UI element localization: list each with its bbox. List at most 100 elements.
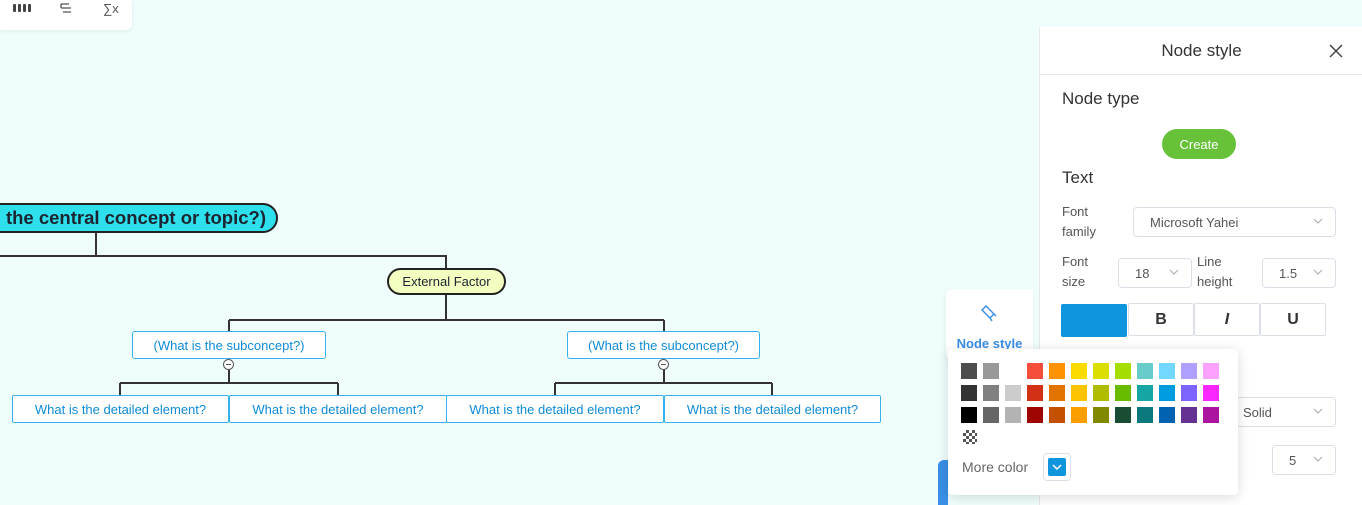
font-family-value: Microsoft Yahei: [1150, 214, 1239, 230]
color-swatch[interactable]: [1115, 363, 1131, 379]
color-swatch[interactable]: [1203, 385, 1219, 401]
color-swatch[interactable]: [1049, 385, 1065, 401]
chevron-down-icon: [1313, 408, 1323, 414]
detail-text: What is the detailed element?: [469, 401, 641, 417]
formula-icon[interactable]: ∑x: [103, 0, 119, 17]
text-color-button[interactable]: [1061, 304, 1127, 337]
color-swatch[interactable]: [1181, 363, 1197, 379]
detail-node[interactable]: What is the detailed element?: [12, 395, 229, 423]
chevron-down-icon: [1313, 456, 1323, 462]
chevron-down-icon: [1052, 464, 1062, 471]
detail-text: What is the detailed element?: [34, 401, 207, 417]
bold-button[interactable]: B: [1128, 303, 1194, 336]
color-swatch[interactable]: [1137, 407, 1153, 423]
color-swatch[interactable]: [1027, 407, 1043, 423]
subconcept-text: (What is the subconcept?): [587, 337, 740, 353]
subconcept-node-left[interactable]: (What is the subconcept?): [132, 331, 326, 359]
font-family-select[interactable]: Microsoft Yahei: [1133, 207, 1336, 237]
transparent-swatch[interactable]: [963, 430, 977, 444]
create-button[interactable]: Create: [1162, 129, 1236, 159]
font-size-label: Font size: [1062, 252, 1088, 292]
border-style-value: Solid: [1243, 404, 1272, 420]
subconcept-node-right[interactable]: (What is the subconcept?): [567, 331, 760, 359]
color-swatch[interactable]: [1137, 363, 1153, 379]
collapse-icon[interactable]: [223, 359, 234, 370]
color-swatch[interactable]: [1071, 385, 1087, 401]
chevron-down-icon: [1313, 218, 1323, 224]
color-swatch[interactable]: [1159, 385, 1175, 401]
collapse-icon[interactable]: [658, 359, 669, 370]
color-swatch[interactable]: [1071, 363, 1087, 379]
color-swatch[interactable]: [1027, 363, 1043, 379]
color-swatch[interactable]: [1203, 363, 1219, 379]
color-swatch[interactable]: [1115, 385, 1131, 401]
panel-divider: [1040, 74, 1362, 75]
font-size-value: 18: [1135, 265, 1150, 281]
color-swatch[interactable]: [1181, 385, 1197, 401]
subconcept-text: (What is the subconcept?): [153, 337, 305, 353]
detail-node[interactable]: What is the detailed element?: [446, 395, 664, 423]
root-topic-text: the central concept or topic?): [5, 207, 266, 228]
structure-icon[interactable]: [58, 0, 74, 18]
color-swatch[interactable]: [1027, 385, 1043, 401]
italic-button[interactable]: I: [1194, 303, 1260, 336]
root-topic-node[interactable]: the central concept or topic?): [0, 203, 278, 233]
chevron-down-icon: [1169, 269, 1179, 275]
color-swatch[interactable]: [1137, 385, 1153, 401]
node-type-title: Node type: [1062, 89, 1140, 108]
detail-text: What is the detailed element?: [252, 401, 424, 417]
node-style-tab-label: Node style: [956, 336, 1023, 351]
more-color-button[interactable]: [1043, 453, 1071, 481]
font-family-label-line2: family: [1062, 224, 1096, 239]
color-swatch[interactable]: [1203, 407, 1219, 423]
border-width-value: 5: [1289, 452, 1297, 468]
color-swatch[interactable]: [1005, 363, 1021, 379]
detail-text: What is the detailed element?: [686, 401, 859, 417]
more-color-label: More color: [962, 459, 1029, 475]
color-swatch[interactable]: [1071, 407, 1087, 423]
font-family-label-line1: Font: [1062, 204, 1089, 219]
color-swatch[interactable]: [1159, 407, 1175, 423]
border-style-select[interactable]: Solid: [1226, 397, 1336, 427]
color-swatch[interactable]: [1049, 407, 1065, 423]
color-swatch[interactable]: [983, 407, 999, 423]
color-swatch[interactable]: [1115, 407, 1131, 423]
color-swatch[interactable]: [983, 363, 999, 379]
external-factor-node[interactable]: External Factor: [387, 268, 506, 295]
line-height-label-line2: height: [1197, 274, 1233, 289]
color-swatch[interactable]: [983, 385, 999, 401]
line-height-select[interactable]: 1.5: [1262, 258, 1336, 288]
text-section-title: Text: [1062, 168, 1094, 187]
color-swatch[interactable]: [1093, 385, 1109, 401]
color-swatch[interactable]: [1049, 363, 1065, 379]
color-swatch[interactable]: [1181, 407, 1197, 423]
line-height-label: Line height: [1197, 252, 1232, 292]
font-size-select[interactable]: 18: [1118, 258, 1192, 288]
color-swatch[interactable]: [961, 385, 977, 401]
grid-icon[interactable]: [13, 0, 31, 17]
chevron-down-icon: [1313, 269, 1323, 275]
color-swatch[interactable]: [1093, 407, 1109, 423]
close-icon[interactable]: [1328, 43, 1344, 59]
color-swatch[interactable]: [1159, 363, 1175, 379]
color-swatch[interactable]: [1005, 385, 1021, 401]
line-height-label-line1: Line: [1197, 254, 1222, 269]
detail-node[interactable]: What is the detailed element?: [664, 395, 881, 423]
font-size-label-line2: size: [1062, 274, 1086, 289]
color-swatch[interactable]: [1093, 363, 1109, 379]
border-width-select[interactable]: 5: [1272, 445, 1336, 475]
color-swatch[interactable]: [961, 407, 977, 423]
color-picker-popover: More color: [948, 349, 1238, 495]
formula-glyph: ∑x: [103, 0, 119, 16]
panel-title: Node style: [1161, 41, 1242, 60]
color-swatch[interactable]: [1005, 407, 1021, 423]
font-family-label: Font family: [1062, 202, 1096, 242]
detail-node[interactable]: What is the detailed element?: [229, 395, 447, 423]
external-factor-text: External Factor: [402, 274, 491, 289]
color-swatch[interactable]: [961, 363, 977, 379]
underline-button[interactable]: U: [1260, 303, 1326, 336]
side-tab-secondary[interactable]: [938, 460, 948, 505]
line-height-value: 1.5: [1279, 265, 1298, 281]
font-size-label-line1: Font: [1062, 254, 1089, 269]
